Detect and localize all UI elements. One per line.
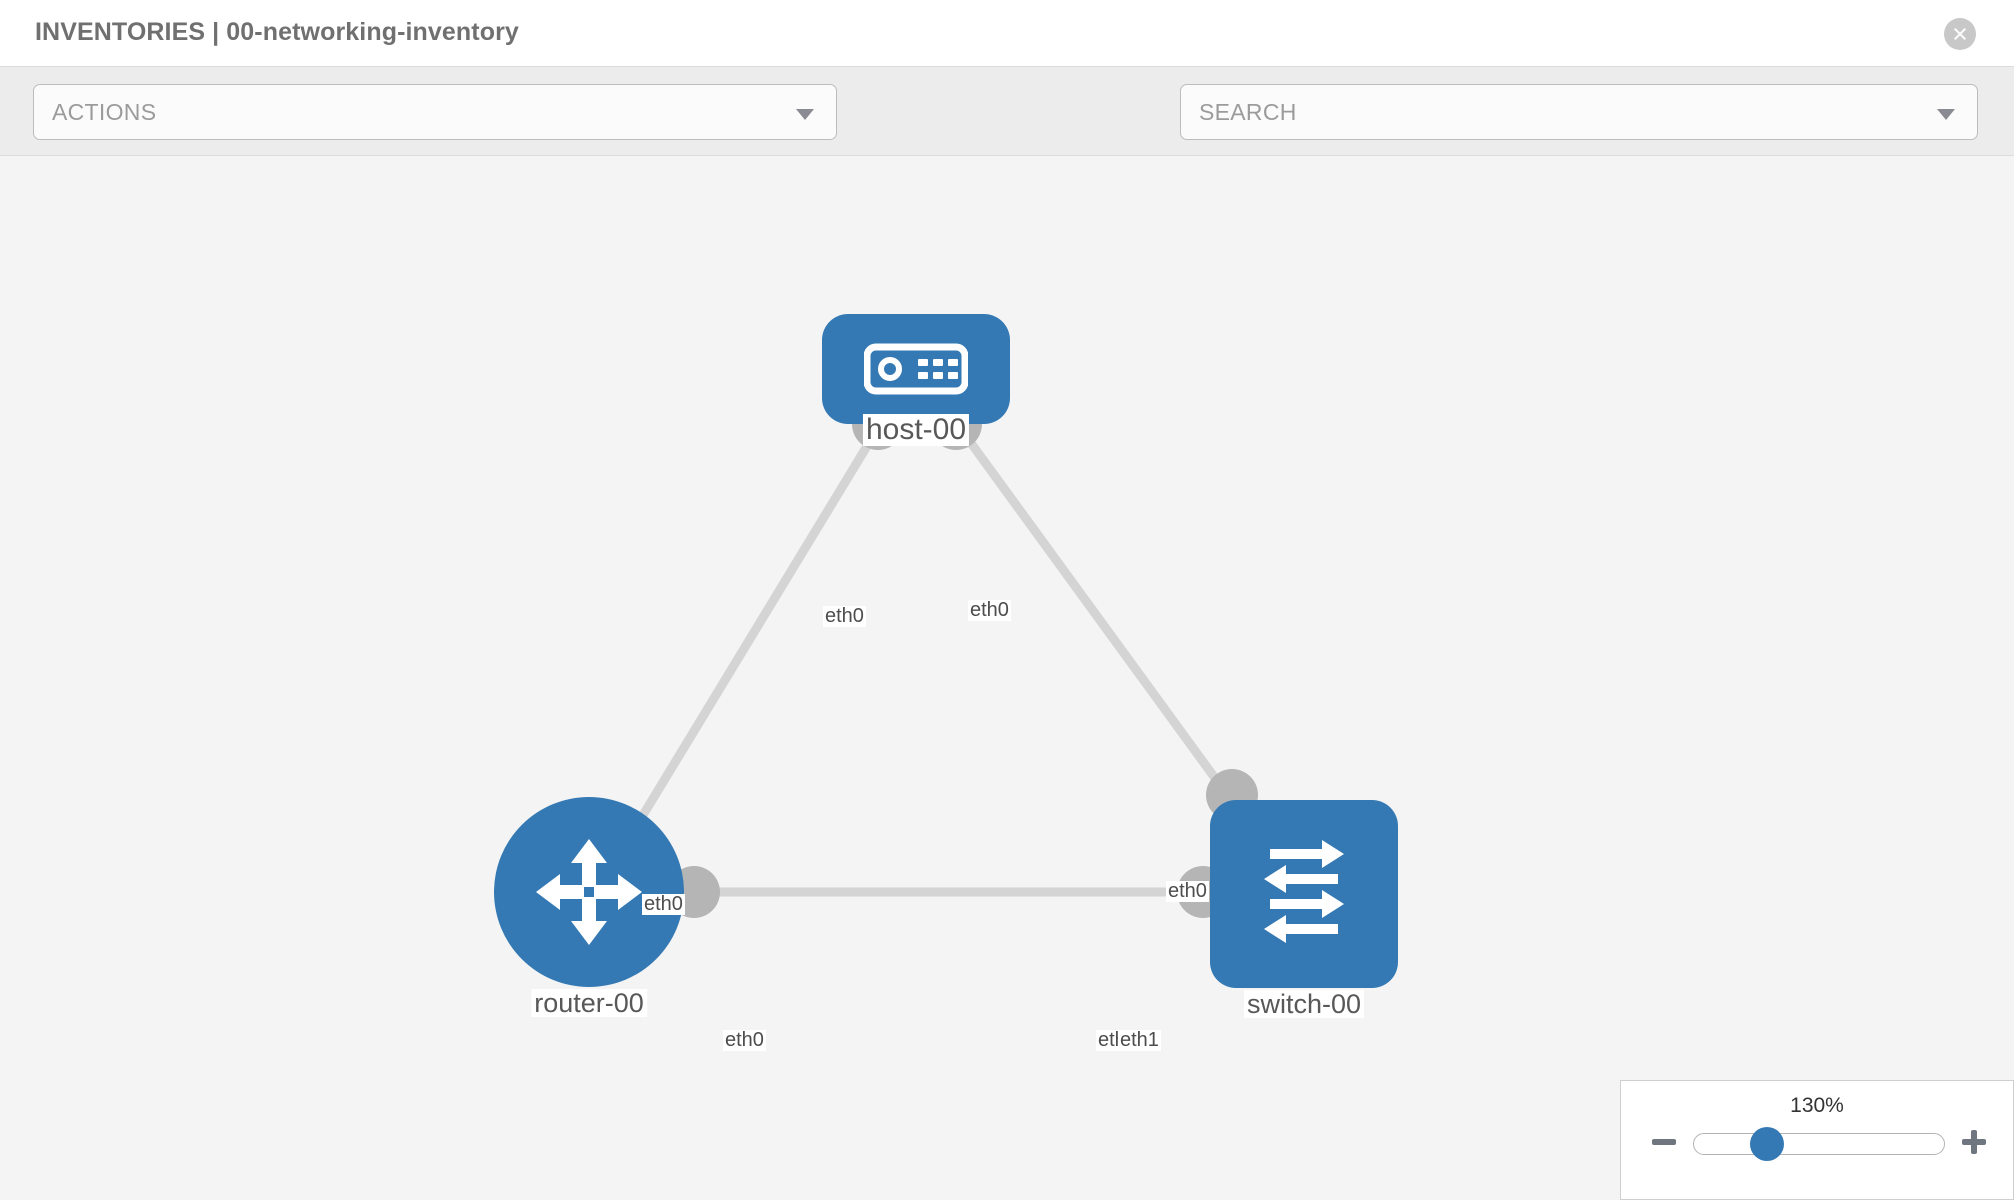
page-title: INVENTORIES | 00-networking-inventory [35, 18, 519, 46]
topology-canvas[interactable]: host-00 router-00 [0, 156, 2014, 1200]
search-placeholder: SEARCH [1199, 99, 1297, 125]
actions-dropdown-label: ACTIONS [52, 99, 157, 125]
chevron-down-icon [796, 109, 814, 120]
minus-icon [1652, 1139, 1676, 1145]
page-header: INVENTORIES | 00-networking-inventory [0, 0, 2014, 66]
zoom-out-button[interactable] [1649, 1127, 1679, 1157]
iface-label-host-left: eth0 [823, 605, 866, 627]
node-label-switch-00: switch-00 [1243, 990, 1365, 1018]
iface-label-router-eth0: eth0 [723, 1029, 766, 1051]
node-switch-00[interactable]: switch-00 [1210, 800, 1398, 1018]
switch-node-shape[interactable] [1210, 800, 1398, 988]
zoom-in-button[interactable] [1959, 1127, 1989, 1157]
toolbar: ACTIONS SEARCH [0, 66, 2014, 199]
node-label-router-00: router-00 [531, 989, 647, 1017]
iface-label-host-right: eth0 [968, 599, 1011, 621]
router-node-shape[interactable] [494, 797, 684, 987]
search-input[interactable]: SEARCH [1180, 84, 1978, 140]
node-host-00[interactable]: host-00 [822, 314, 1010, 446]
zoom-control-panel: 130% [1620, 1080, 2014, 1200]
switch-icon [1264, 840, 1344, 943]
link-host-switch [956, 425, 1232, 799]
search-chevron-down-icon[interactable] [1937, 109, 1955, 120]
router-icon [536, 839, 642, 945]
node-router-00[interactable]: router-00 [494, 797, 684, 1017]
zoom-slider-handle[interactable] [1750, 1127, 1784, 1161]
close-icon[interactable] [1944, 18, 1976, 50]
server-icon [864, 343, 968, 395]
link-ports [668, 398, 1258, 918]
iface-label-switch-up: eth0 [1166, 880, 1209, 902]
zoom-slider-track[interactable] [1693, 1133, 1945, 1155]
plus-icon [1962, 1130, 1986, 1154]
topology-links [596, 398, 1258, 918]
link-router-host [596, 425, 882, 889]
iface-label-router-up: eth0 [642, 893, 685, 915]
host-node-shape[interactable] [822, 314, 1010, 424]
link-lines [596, 425, 1232, 897]
zoom-level-label: 130% [1790, 1094, 1844, 1117]
node-label-host-00: host-00 [862, 414, 970, 446]
iface-label-switch-eth1: eth1 [1118, 1029, 1161, 1051]
actions-dropdown[interactable]: ACTIONS [33, 84, 837, 140]
